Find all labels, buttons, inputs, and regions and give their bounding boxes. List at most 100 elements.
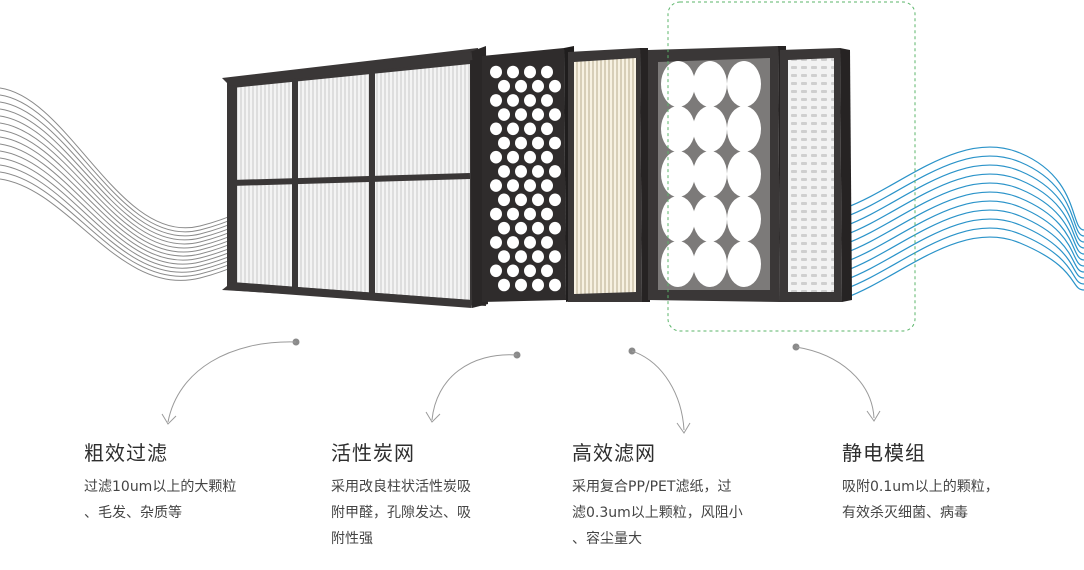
electrostatic-mesh-panel [780, 48, 852, 302]
carbon-pore [541, 236, 553, 249]
carbon-filter-panel [482, 46, 576, 302]
electrostatic-cell [693, 106, 727, 152]
carbon-pore [532, 136, 544, 150]
layer-description: 采用改良柱状活性炭吸 附甲醛，孔隙发达、吸 附性强 [331, 479, 471, 547]
electrostatic-cell [727, 196, 761, 242]
carbon-pore [524, 122, 536, 136]
connector-arcs [161, 338, 881, 434]
carbon-pore [515, 193, 527, 207]
carbon-pore [498, 136, 510, 150]
carbon-pore [524, 94, 536, 107]
carbon-pore [498, 221, 510, 235]
carbon-pore [498, 108, 510, 121]
carbon-pore [515, 278, 527, 292]
clean-air-wave-line [844, 146, 1084, 231]
connector-carbon [425, 351, 521, 423]
layer-title: 活性炭网 [331, 441, 415, 465]
electrostatic-module-panel [648, 46, 788, 302]
connector-hepa [628, 347, 691, 434]
layer-description: 过滤10um以上的大颗粒 、毛发、杂质等 [84, 479, 237, 521]
clean-air-wave-line [844, 182, 1084, 255]
carbon-pore [515, 136, 527, 150]
carbon-pore [490, 65, 502, 79]
electrostatic-cell [727, 106, 761, 152]
carbon-pore [532, 108, 544, 121]
carbon-pore [549, 193, 561, 207]
electrostatic-cell [661, 196, 695, 242]
electrostatic-cell [661, 106, 695, 152]
carbon-pore [532, 165, 544, 178]
clean-air-wave-line [844, 191, 1084, 261]
carbon-pore [507, 150, 519, 164]
carbon-pore [532, 278, 544, 292]
carbon-pore [507, 122, 519, 136]
carbon-pore [524, 207, 536, 221]
carbon-pore [507, 94, 519, 107]
carbon-pore [549, 136, 561, 150]
carbon-pore [498, 193, 510, 207]
electrostatic-cell [727, 61, 761, 107]
carbon-pore [549, 165, 561, 178]
carbon-pore [524, 264, 536, 278]
clean-air-wave-line [844, 164, 1084, 243]
electrostatic-description: 静电模组 吸附0.1um以上的颗粒， 有效杀灭细菌、病毒 [842, 437, 1078, 526]
clean-air-wave-line [844, 236, 1084, 299]
layer-title: 粗效过滤 [84, 441, 168, 465]
electrostatic-cell [693, 241, 727, 287]
carbon-pore [524, 65, 536, 79]
connector-coarse [161, 338, 300, 425]
carbon-pore [532, 250, 544, 263]
electrostatic-cell [661, 61, 695, 107]
carbon-pore [549, 79, 561, 93]
carbon-pore [507, 264, 519, 278]
carbon-filter-description: 活性炭网 采用改良柱状活性炭吸 附甲醛，孔隙发达、吸 附性强 [331, 437, 531, 552]
carbon-pore [498, 79, 510, 93]
carbon-pore [524, 236, 536, 249]
clean-air-waves [844, 146, 1084, 299]
carbon-pore [524, 150, 536, 164]
carbon-pore [549, 278, 561, 292]
clean-air-wave-line [844, 218, 1084, 281]
carbon-pore [541, 264, 553, 278]
carbon-pore [549, 221, 561, 235]
carbon-pore [515, 108, 527, 121]
layer-description: 吸附0.1um以上的颗粒， 有效杀灭细菌、病毒 [842, 479, 999, 521]
carbon-pore [490, 264, 502, 278]
carbon-pore [507, 207, 519, 221]
carbon-pore [490, 94, 502, 107]
electrostatic-cell [693, 196, 727, 242]
carbon-pore [490, 150, 502, 164]
layer-description: 采用复合PP/PET滤纸，过 滤0.3um以上颗粒，风阻小 、容尘量大 [572, 479, 743, 547]
clean-air-wave-line [844, 227, 1084, 290]
hepa-filter-description: 高效滤网 采用复合PP/PET滤纸，过 滤0.3um以上颗粒，风阻小 、容尘量大 [572, 437, 812, 552]
carbon-pore [515, 250, 527, 263]
carbon-pore [532, 193, 544, 207]
electrostatic-cell [693, 61, 727, 107]
clean-air-wave-line [844, 209, 1084, 273]
carbon-pore [515, 79, 527, 93]
carbon-pore [532, 221, 544, 235]
coarse-filter-panel [222, 46, 488, 308]
carbon-pore [490, 122, 502, 136]
carbon-pore [541, 94, 553, 107]
carbon-pore [515, 221, 527, 235]
carbon-pore [498, 250, 510, 263]
carbon-pore [541, 65, 553, 79]
layer-title: 静电模组 [842, 441, 926, 465]
carbon-pore [515, 165, 527, 178]
carbon-pore [498, 165, 510, 178]
carbon-pore [524, 179, 536, 192]
carbon-pore [549, 250, 561, 263]
carbon-pore [507, 179, 519, 192]
carbon-pore [541, 122, 553, 136]
electrostatic-cell [727, 241, 761, 287]
carbon-pore [541, 150, 553, 164]
carbon-pore [490, 236, 502, 249]
clean-air-wave-line [844, 155, 1084, 237]
electrostatic-cell [661, 241, 695, 287]
layer-title: 高效滤网 [572, 441, 656, 465]
connector-electrostatic [792, 343, 881, 422]
carbon-pore [532, 79, 544, 93]
carbon-pore [507, 65, 519, 79]
